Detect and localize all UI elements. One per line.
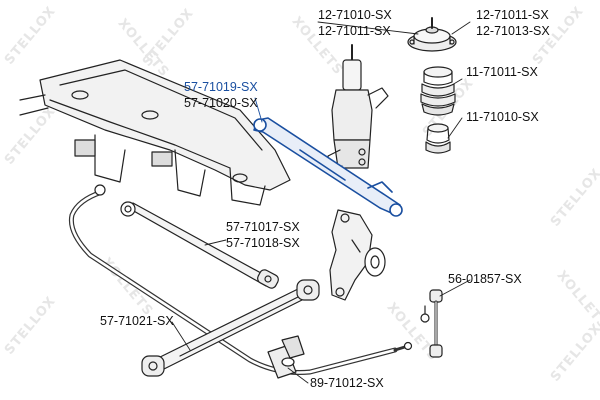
- trailing-arm-highlighted: [253, 117, 403, 217]
- label-bearing-b[interactable]: 12-71013-SX: [476, 24, 550, 38]
- stabilizer-bushing: [267, 335, 305, 379]
- label-bearing-a[interactable]: 12-71011-SX: [476, 8, 549, 22]
- shock-absorber: [327, 44, 389, 171]
- label-trailing-arm-b[interactable]: 57-71020-SX: [184, 96, 258, 110]
- lower-link: [141, 279, 320, 377]
- rear-subframe: [19, 59, 291, 206]
- label-lower-link[interactable]: 57-71021-SX: [100, 314, 174, 328]
- bump-stop-upper: [420, 66, 456, 116]
- label-trailing-arm-a[interactable]: 57-71019-SX: [184, 80, 258, 94]
- label-bump-stop-lower[interactable]: 11-71010-SX: [466, 110, 539, 124]
- label-strut-mount-a[interactable]: 12-71010-SX: [318, 8, 392, 22]
- leader-lines: [171, 21, 471, 384]
- lateral-link: [120, 201, 279, 289]
- label-lateral-link-b[interactable]: 57-71018-SX: [226, 236, 300, 250]
- wheel-knuckle: [329, 209, 386, 301]
- label-lateral-link-a[interactable]: 57-71017-SX: [226, 220, 300, 234]
- bump-stop-lower: [425, 123, 451, 154]
- label-bump-stop-upper[interactable]: 11-71011-SX: [466, 65, 538, 79]
- label-stabilizer-bushing[interactable]: 89-71012-SX: [310, 376, 384, 390]
- strut-top-mount: [407, 17, 457, 52]
- stabilizer-link: [420, 289, 443, 358]
- label-strut-mount-b[interactable]: 12-71011-SX: [318, 24, 391, 38]
- label-stabilizer-link[interactable]: 56-01857-SX: [448, 272, 522, 286]
